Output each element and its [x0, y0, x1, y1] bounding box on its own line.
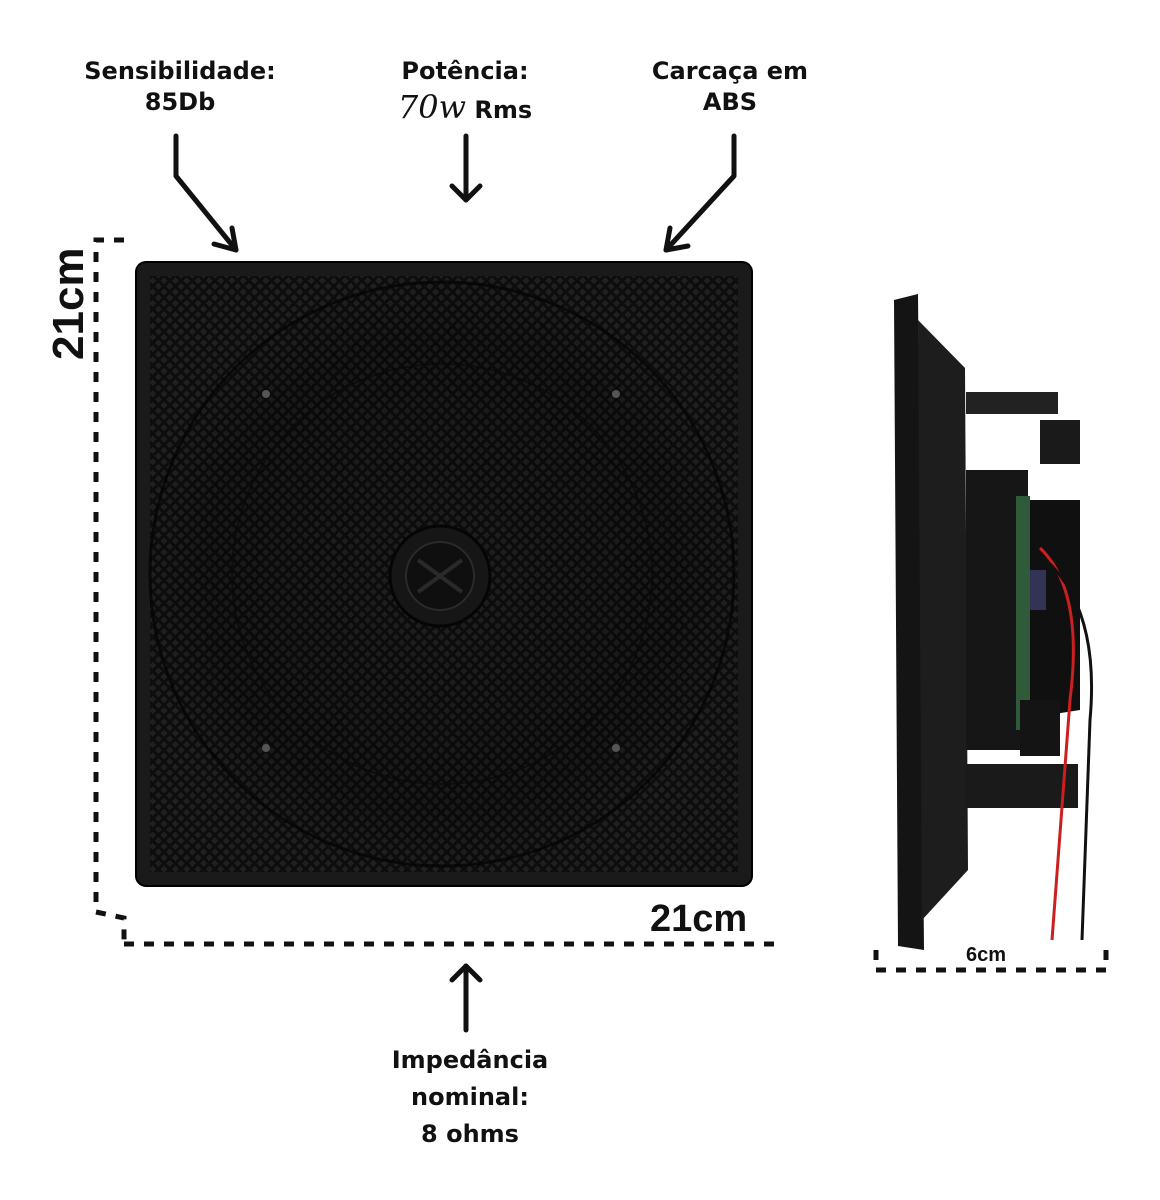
speaker-side-view: [894, 294, 1094, 950]
dim-line-depth: [873, 950, 1109, 973]
screw: [262, 390, 270, 398]
dimension-width-label: 21cm: [650, 898, 748, 940]
dimension-depth-label: 6cm: [966, 944, 1007, 966]
sensibilidade-title: Sensibilidade:: [84, 57, 276, 85]
dimension-height-label: 21cm: [44, 247, 93, 360]
dim-line-vertical: [93, 237, 124, 912]
potencia-value: 70w: [397, 88, 466, 127]
arrow-carcaca: [663, 133, 737, 253]
impedancia-subtitle: nominal:: [411, 1083, 529, 1112]
arrow-sensibilidade: [173, 133, 239, 253]
carcaca-value: ABS: [702, 88, 758, 117]
carcaca-title: Carcaça em: [651, 57, 809, 85]
label-carcaca: Carcaça em ABS: [630, 56, 830, 118]
speaker-front: [135, 261, 753, 887]
impedancia-title: Impedância: [391, 1046, 549, 1074]
potencia-unit: Rms: [474, 96, 533, 125]
label-potencia: Potência: 70w Rms: [370, 56, 560, 129]
sensibilidade-value: 85Db: [144, 88, 216, 117]
screw: [612, 390, 620, 398]
label-sensibilidade: Sensibilidade: 85Db: [70, 56, 290, 118]
screw: [262, 744, 270, 752]
potencia-title: Potência:: [401, 57, 529, 85]
impedancia-value: 8 ohms: [421, 1120, 519, 1149]
label-impedancia: Impedância nominal: 8 ohms: [360, 1042, 580, 1154]
screw: [612, 744, 620, 752]
